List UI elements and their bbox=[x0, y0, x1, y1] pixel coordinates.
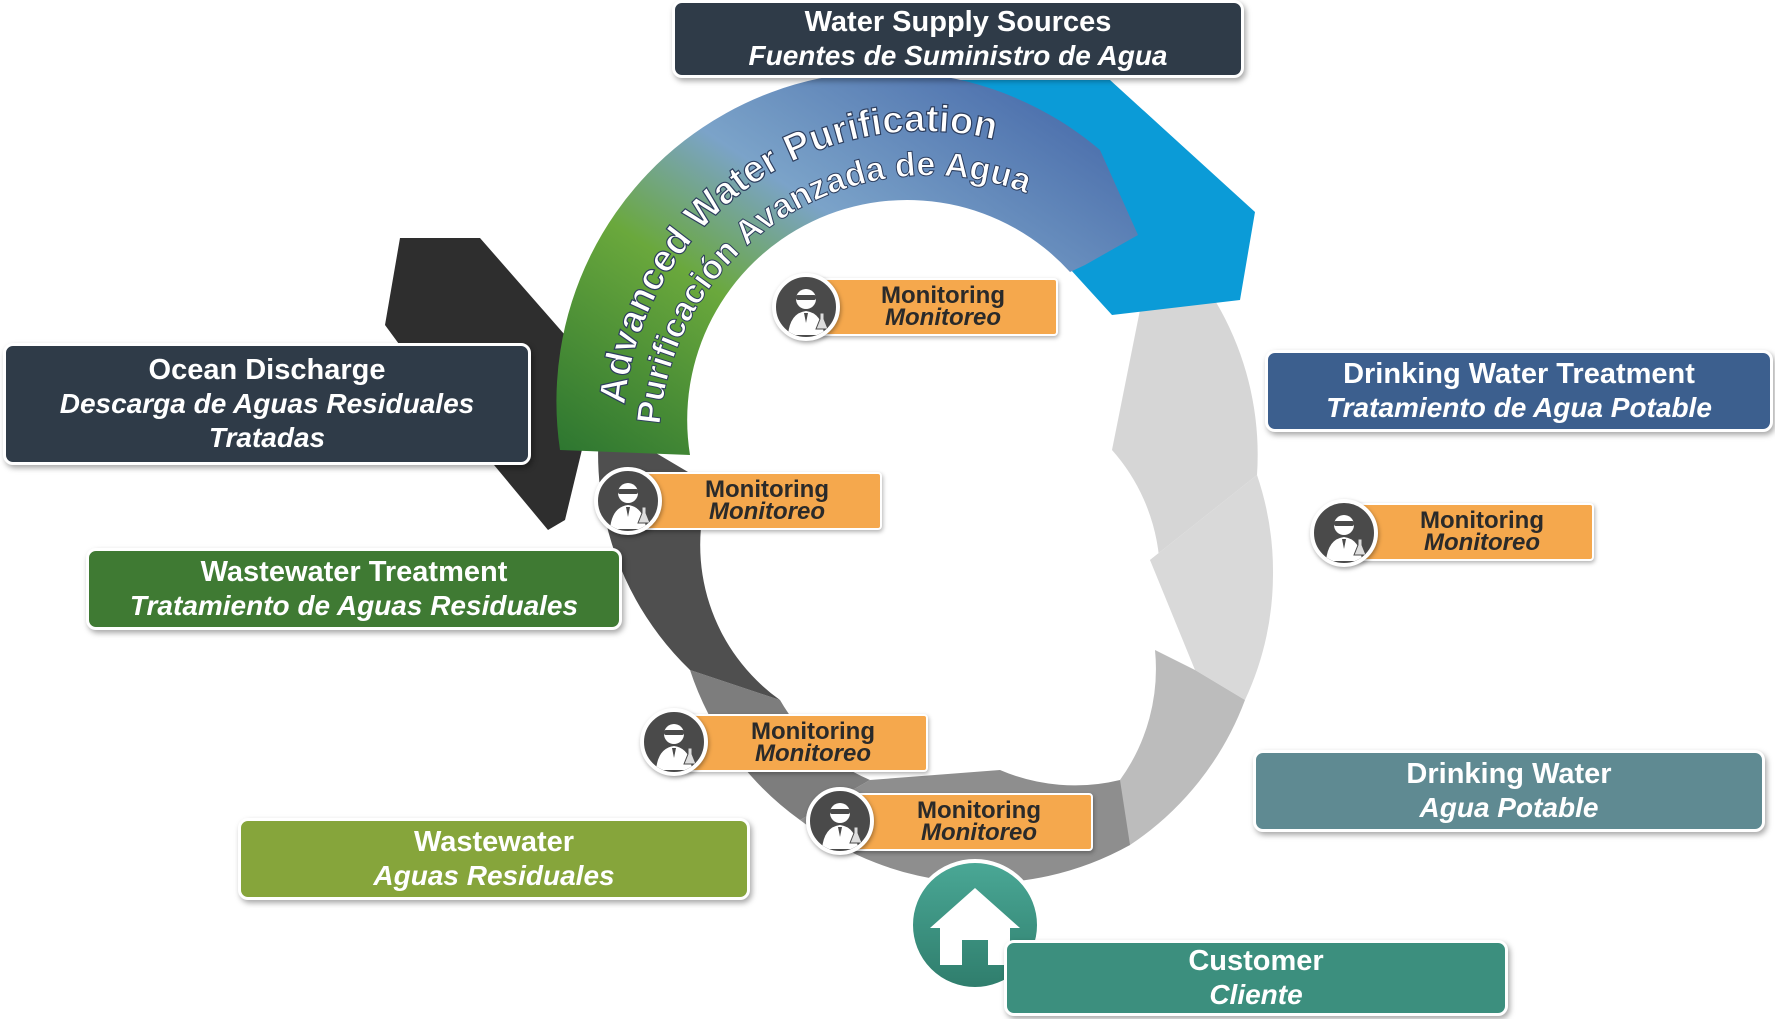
ocean-discharge-es-1: Descarga de Aguas Residuales bbox=[59, 388, 475, 419]
monitoring-es: Monitoreo bbox=[885, 304, 1001, 331]
monitoring-tag: Monitoring Monitoreo bbox=[668, 714, 928, 772]
wastewater-en: Wastewater bbox=[413, 826, 575, 858]
scientist-icon bbox=[772, 273, 840, 341]
customer-es: Cliente bbox=[1209, 979, 1303, 1010]
monitoring-en: Monitoring bbox=[1420, 507, 1544, 534]
wastewater-treatment-label: Wastewater Treatment Tratamiento de Agua… bbox=[86, 548, 622, 630]
customer-label: Customer Cliente bbox=[1004, 940, 1508, 1016]
monitoring-en: Monitoring bbox=[881, 282, 1005, 309]
water-supply-es: Fuentes de Suministro de Agua bbox=[748, 40, 1168, 71]
ocean-discharge-label: Ocean Discharge Descarga de Aguas Residu… bbox=[3, 343, 531, 465]
scientist-icon bbox=[806, 787, 874, 855]
water-supply-en: Water Supply Sources bbox=[804, 6, 1112, 38]
drinking-water-treatment-label: Drinking Water Treatment Tratamiento de … bbox=[1265, 350, 1773, 432]
monitoring-en: Monitoring bbox=[751, 718, 875, 745]
drinking-treatment-en: Drinking Water Treatment bbox=[1343, 358, 1695, 390]
ring-segment-light-right bbox=[1150, 475, 1274, 700]
wastewater-label: Wastewater Aguas Residuales bbox=[238, 818, 750, 900]
wastewater-treatment-es: Tratamiento de Aguas Residuales bbox=[129, 590, 579, 621]
drinking-water-es: Agua Potable bbox=[1419, 792, 1599, 823]
ocean-discharge-en: Ocean Discharge bbox=[148, 354, 386, 386]
monitoring-es: Monitoreo bbox=[1424, 529, 1540, 556]
drinking-water-en: Drinking Water bbox=[1406, 758, 1612, 790]
advanced-purification-arc bbox=[556, 71, 1138, 456]
monitoring-es: Monitoreo bbox=[921, 819, 1037, 846]
monitoring-tag: Monitoring Monitoreo bbox=[835, 793, 1093, 851]
drinking-treatment-es: Tratamiento de Agua Potable bbox=[1326, 392, 1712, 423]
customer-en: Customer bbox=[1188, 945, 1324, 977]
scientist-icon bbox=[594, 467, 662, 535]
monitoring-tag: Monitoring Monitoreo bbox=[622, 472, 882, 530]
ocean-discharge-es-2: Tratadas bbox=[208, 422, 326, 453]
monitoring-en: Monitoring bbox=[917, 797, 1041, 824]
scientist-icon bbox=[1310, 499, 1378, 567]
monitoring-es: Monitoreo bbox=[709, 498, 825, 525]
scientist-icon bbox=[640, 708, 708, 776]
ring-segment-wastewater-treatment bbox=[598, 420, 780, 700]
drinking-water-label: Drinking Water Agua Potable bbox=[1253, 750, 1765, 832]
wastewater-treatment-en: Wastewater Treatment bbox=[200, 556, 508, 588]
monitoring-es: Monitoreo bbox=[755, 740, 871, 767]
water-supply-label: Water Supply Sources Fuentes de Suminist… bbox=[672, 0, 1244, 78]
monitoring-tag: Monitoring Monitoreo bbox=[1340, 503, 1594, 561]
monitoring-en: Monitoring bbox=[705, 476, 829, 503]
monitoring-tag: Monitoring Monitoreo bbox=[798, 278, 1058, 336]
wastewater-es: Aguas Residuales bbox=[373, 860, 615, 891]
